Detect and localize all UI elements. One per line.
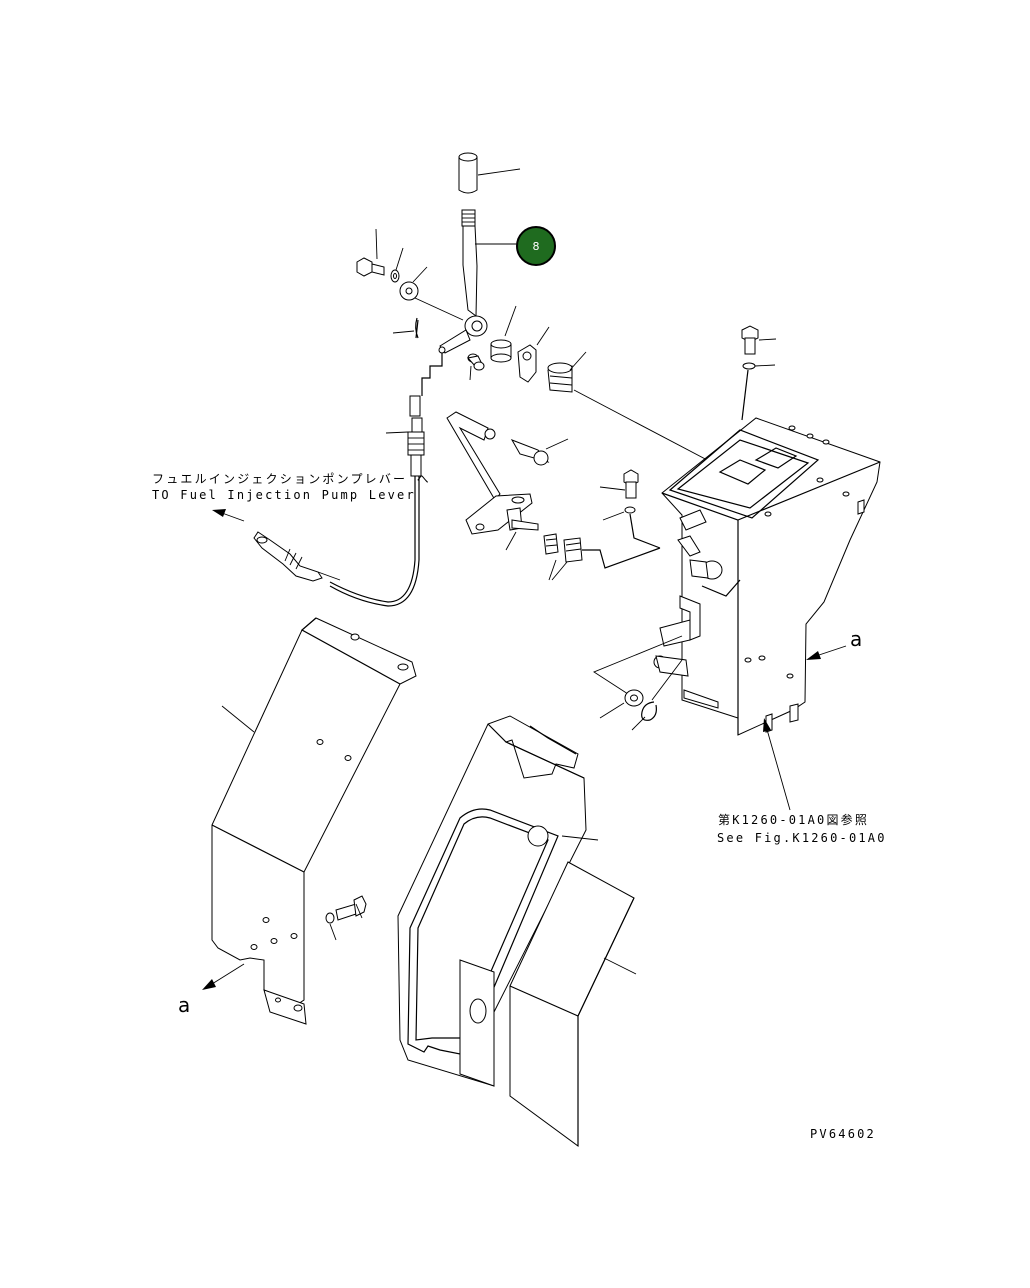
spring-cap (547, 351, 731, 473)
lever-knob (458, 152, 521, 194)
cotter-pin (392, 317, 419, 339)
console-box (593, 325, 881, 736)
label-a-left: a (178, 993, 190, 1017)
bolt-upper-left (356, 228, 385, 277)
bushing (490, 305, 517, 363)
bolt-lower-left (325, 895, 367, 941)
left-cover-panel (211, 617, 417, 1025)
label-reference-en: See Fig.K1260-01A0 (717, 831, 887, 845)
callout-badge[interactable]: 8 (516, 226, 556, 266)
arrow-a-right (806, 645, 847, 660)
pin-long (510, 438, 569, 466)
bolt-mid (599, 469, 661, 549)
pin-small (467, 353, 485, 381)
arrow-to-fuel-pump (212, 509, 245, 522)
drawing-number: PV64602 (810, 1127, 876, 1141)
front-pad (509, 861, 637, 1147)
control-cable (253, 431, 425, 607)
stopper-plate (517, 326, 550, 383)
label-reference-jp: 第K1260-01A0図参照 (718, 812, 869, 827)
arrow-a-left (202, 963, 245, 990)
label-fuel-pump-jp: フュエルインジェクションポンプレバー へ (152, 472, 431, 486)
washer-small (390, 247, 404, 283)
reference-leader (763, 718, 791, 811)
label-a-right: a (850, 627, 862, 651)
washer-large (399, 266, 464, 321)
label-fuel-pump-en: TO Fuel Injection Pump Lever (152, 488, 416, 502)
circlip (631, 701, 657, 731)
throttle-lever (438, 209, 518, 354)
rod-linkage (409, 353, 443, 433)
center-cover (397, 715, 599, 1087)
collars (543, 533, 661, 581)
callout-badge-number: 8 (533, 240, 540, 253)
washer-lower (599, 689, 644, 719)
lower-lever (446, 411, 539, 551)
